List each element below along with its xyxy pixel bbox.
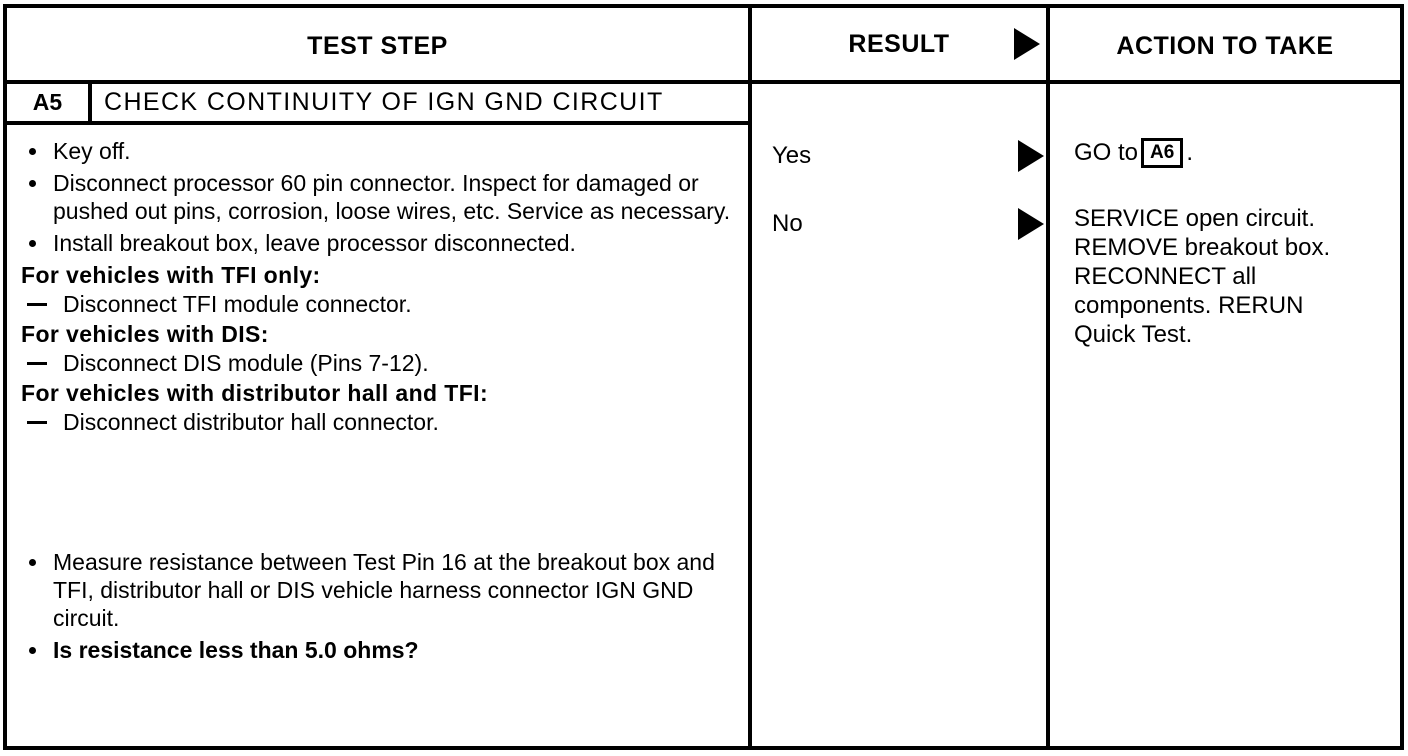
header-label-test-step: TEST STEP (307, 32, 448, 60)
test-step-title-row: A5 CHECK CONTINUITY OF IGN GND CIRCUIT (7, 84, 748, 125)
bullet-dot-icon (29, 559, 36, 566)
triangle-right-icon (1014, 28, 1040, 60)
test-step-title: CHECK CONTINUITY OF IGN GND CIRCUIT (104, 88, 664, 116)
boxed-step-reference[interactable]: A6 (1141, 138, 1184, 168)
action-line: components. RERUN (1074, 291, 1400, 320)
header-label-action-to-take: ACTION TO TAKE (1116, 32, 1334, 60)
triangle-right-icon (1018, 140, 1044, 172)
bullet-dot-icon (29, 148, 36, 155)
instruction-text: Disconnect processor 60 pin connector. I… (53, 170, 731, 224)
instruction-text: Install breakout box, leave processor di… (53, 230, 576, 256)
action-text: REMOVE breakout box. (1074, 234, 1331, 261)
bullet-dot-icon (29, 647, 36, 654)
result-label: Yes (772, 142, 812, 169)
test-step-instructions: Key off. Disconnect processor 60 pin conn… (7, 125, 748, 664)
instruction-text: Disconnect distributor hall connector. (63, 409, 439, 435)
dash-marker-icon (27, 421, 47, 424)
instruction-subheading: For vehicles with TFI only: (21, 262, 321, 288)
action-text: SERVICE open circuit. (1074, 205, 1315, 232)
test-step-column: A5 CHECK CONTINUITY OF IGN GND CIRCUIT K… (7, 84, 748, 746)
instruction-text: Is resistance less than 5.0 ohms? (53, 637, 419, 663)
instruction-spacer (21, 436, 734, 548)
dash-marker-icon (27, 303, 47, 306)
instruction-text: Disconnect DIS module (Pins 7-12). (63, 350, 429, 376)
result-label: No (772, 210, 803, 237)
action-line: RECONNECT all (1074, 262, 1400, 291)
action-text: components. RERUN (1074, 292, 1304, 319)
action-text: Quick Test. (1074, 321, 1193, 348)
result-row: No (752, 206, 1046, 242)
action-line: REMOVE breakout box. (1074, 233, 1400, 262)
header-label-result: RESULT (848, 29, 950, 58)
action-text-suffix: . (1186, 139, 1193, 166)
instruction-text: Disconnect TFI module connector. (63, 291, 412, 317)
instruction-dash-item: Disconnect TFI module connector. (21, 290, 734, 318)
table-body-row: A5 CHECK CONTINUITY OF IGN GND CIRCUIT K… (7, 84, 1400, 746)
instruction-subheading: For vehicles with distributor hall and T… (21, 380, 489, 406)
bullet-dot-icon (29, 180, 36, 187)
instruction-text: Measure resistance between Test Pin 16 a… (53, 549, 715, 631)
instruction-dash-item: Disconnect distributor hall connector. (21, 408, 734, 436)
result-row: Yes (752, 138, 1046, 174)
instruction-bullet-item: Install breakout box, leave processor di… (21, 229, 734, 257)
header-cell-action-to-take: ACTION TO TAKE (1046, 8, 1400, 80)
instruction-bullet-item: Is resistance less than 5.0 ohms? (21, 636, 734, 664)
header-cell-result: RESULT (748, 8, 1046, 80)
instruction-dash-item: Disconnect DIS module (Pins 7-12). (21, 349, 734, 377)
action-line: Quick Test. (1074, 320, 1400, 349)
instruction-bullet-item: Key off. (21, 137, 734, 165)
action-line: SERVICE open circuit. (1074, 204, 1400, 233)
header-cell-test-step: TEST STEP (7, 8, 748, 80)
action-block: SERVICE open circuit.REMOVE breakout box… (1074, 204, 1400, 349)
instruction-bullet-item: Measure resistance between Test Pin 16 a… (21, 548, 734, 632)
instruction-bullet-item: Disconnect processor 60 pin connector. I… (21, 169, 734, 225)
dash-marker-icon (27, 362, 47, 365)
action-text: GO to (1074, 139, 1139, 166)
triangle-right-icon (1018, 208, 1044, 240)
diagnostic-table: TEST STEP RESULT ACTION TO TAKE A5 CHECK… (3, 4, 1404, 750)
test-step-id: A5 (7, 84, 92, 121)
bullet-dot-icon (29, 240, 36, 247)
instruction-text: Key off. (53, 138, 131, 164)
action-text: RECONNECT all (1074, 263, 1257, 290)
instruction-subheading: For vehicles with DIS: (21, 321, 269, 347)
table-header-row: TEST STEP RESULT ACTION TO TAKE (7, 8, 1400, 84)
